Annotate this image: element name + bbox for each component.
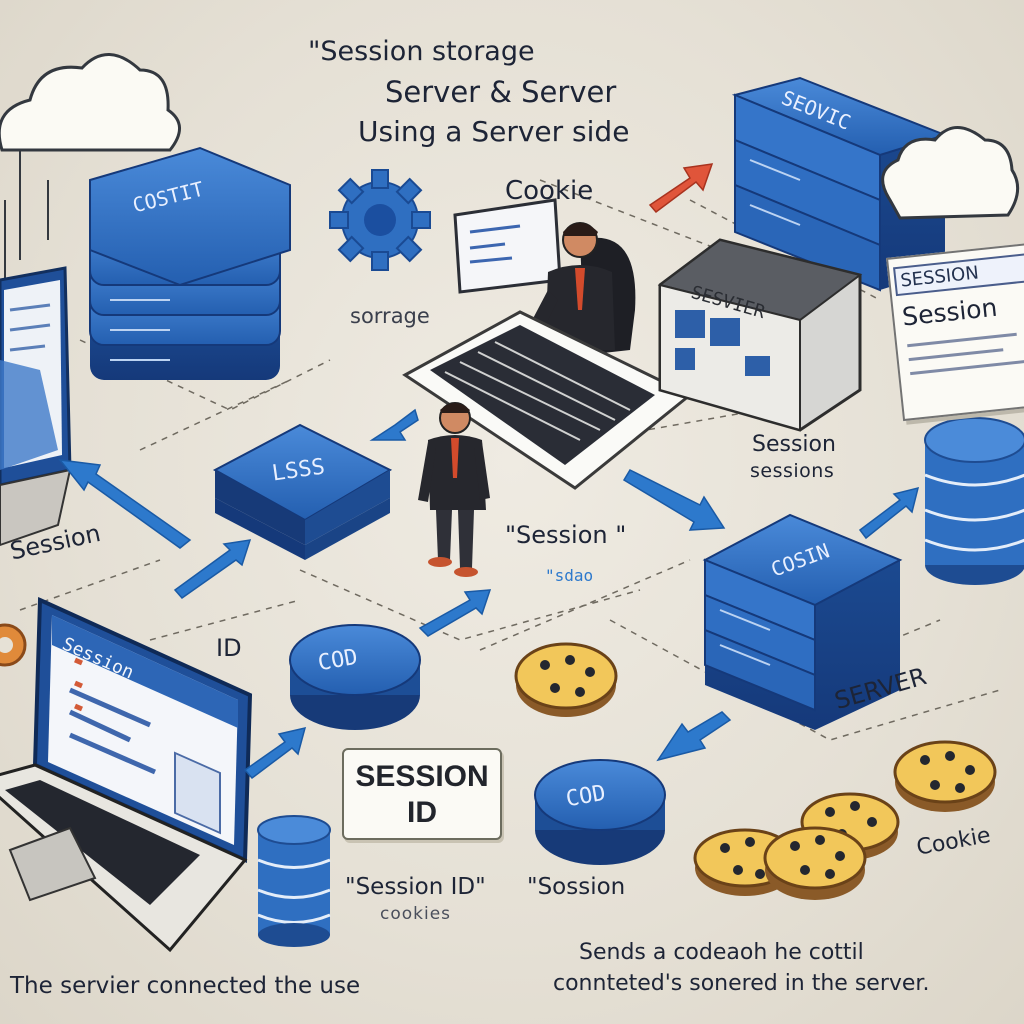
gear-icon — [329, 169, 431, 271]
database-icon-right — [924, 417, 1024, 585]
session-card-title: Session — [900, 292, 999, 332]
gear-icon — [0, 623, 27, 667]
cookie-icon — [893, 740, 997, 812]
arrow-icon — [656, 711, 732, 762]
server-stack-top-left — [89, 146, 291, 380]
laptop-left-top — [0, 266, 72, 547]
sossion-quoted-label: "Sossion — [527, 874, 626, 900]
bottom-right-caption-2: connteted's sonered in the server. — [553, 971, 930, 996]
session-card-tab: SESSION — [893, 252, 1024, 297]
database-icon-mid — [212, 423, 393, 560]
card-line — [910, 360, 1024, 376]
session-id-box: SESSION ID — [342, 748, 502, 840]
cookie-icon — [514, 642, 618, 717]
session-card: SESSION Session — [886, 241, 1024, 422]
arrow-icon — [858, 486, 920, 540]
server-stack-mid-right — [702, 513, 903, 730]
session-quoted-label: "Session " — [505, 521, 627, 549]
cloud-icon — [881, 126, 1020, 220]
session-server-box — [657, 238, 863, 432]
session-id-box-line1: SESSION — [355, 760, 489, 793]
small-chip-label: "sdao — [545, 566, 594, 585]
monitor-icon — [453, 198, 562, 294]
server-stack-top-right — [731, 76, 949, 292]
card-line — [908, 348, 1004, 362]
arrow-icon — [622, 469, 726, 531]
cookies-label: cookies — [380, 904, 452, 924]
title-line-1: "Session storage — [308, 36, 535, 67]
id-label: ID — [216, 634, 242, 662]
sorrage-label: sorrage — [350, 304, 430, 328]
cloud-icon — [0, 53, 181, 152]
session-id-box-line2: ID — [407, 796, 437, 829]
cable-lines — [4, 150, 49, 290]
database-icon-small — [257, 815, 331, 947]
arrow-icon — [369, 408, 419, 441]
cookie-label-top: Cookie — [505, 176, 594, 206]
bottom-right-caption-1: Sends a codeaoh he cottil — [579, 940, 864, 965]
title-line-3: Using a Server side — [358, 115, 630, 148]
arrow-icon — [173, 539, 252, 600]
card-line — [907, 332, 1017, 348]
laptop-bottom-left — [0, 596, 253, 953]
person-icon-seated — [525, 222, 615, 355]
database-icon-cod-1 — [289, 624, 421, 730]
person-icon-standing — [418, 402, 490, 577]
title-line-2: Server & Server — [385, 75, 617, 109]
session-label-right: Session — [752, 432, 836, 457]
arrow-icon — [418, 589, 492, 637]
session-id-quoted-label: "Session ID" — [345, 874, 486, 900]
arrow-icon — [58, 459, 192, 549]
bottom-left-caption: The servier connected the use — [10, 973, 361, 999]
arrow-icon — [648, 163, 714, 214]
arrow-icon — [243, 726, 307, 780]
cookie-icon — [763, 826, 867, 900]
database-icon-cod-2 — [534, 759, 666, 865]
arrow-icons — [58, 408, 920, 780]
sessions-label-right: sessions — [750, 460, 835, 482]
